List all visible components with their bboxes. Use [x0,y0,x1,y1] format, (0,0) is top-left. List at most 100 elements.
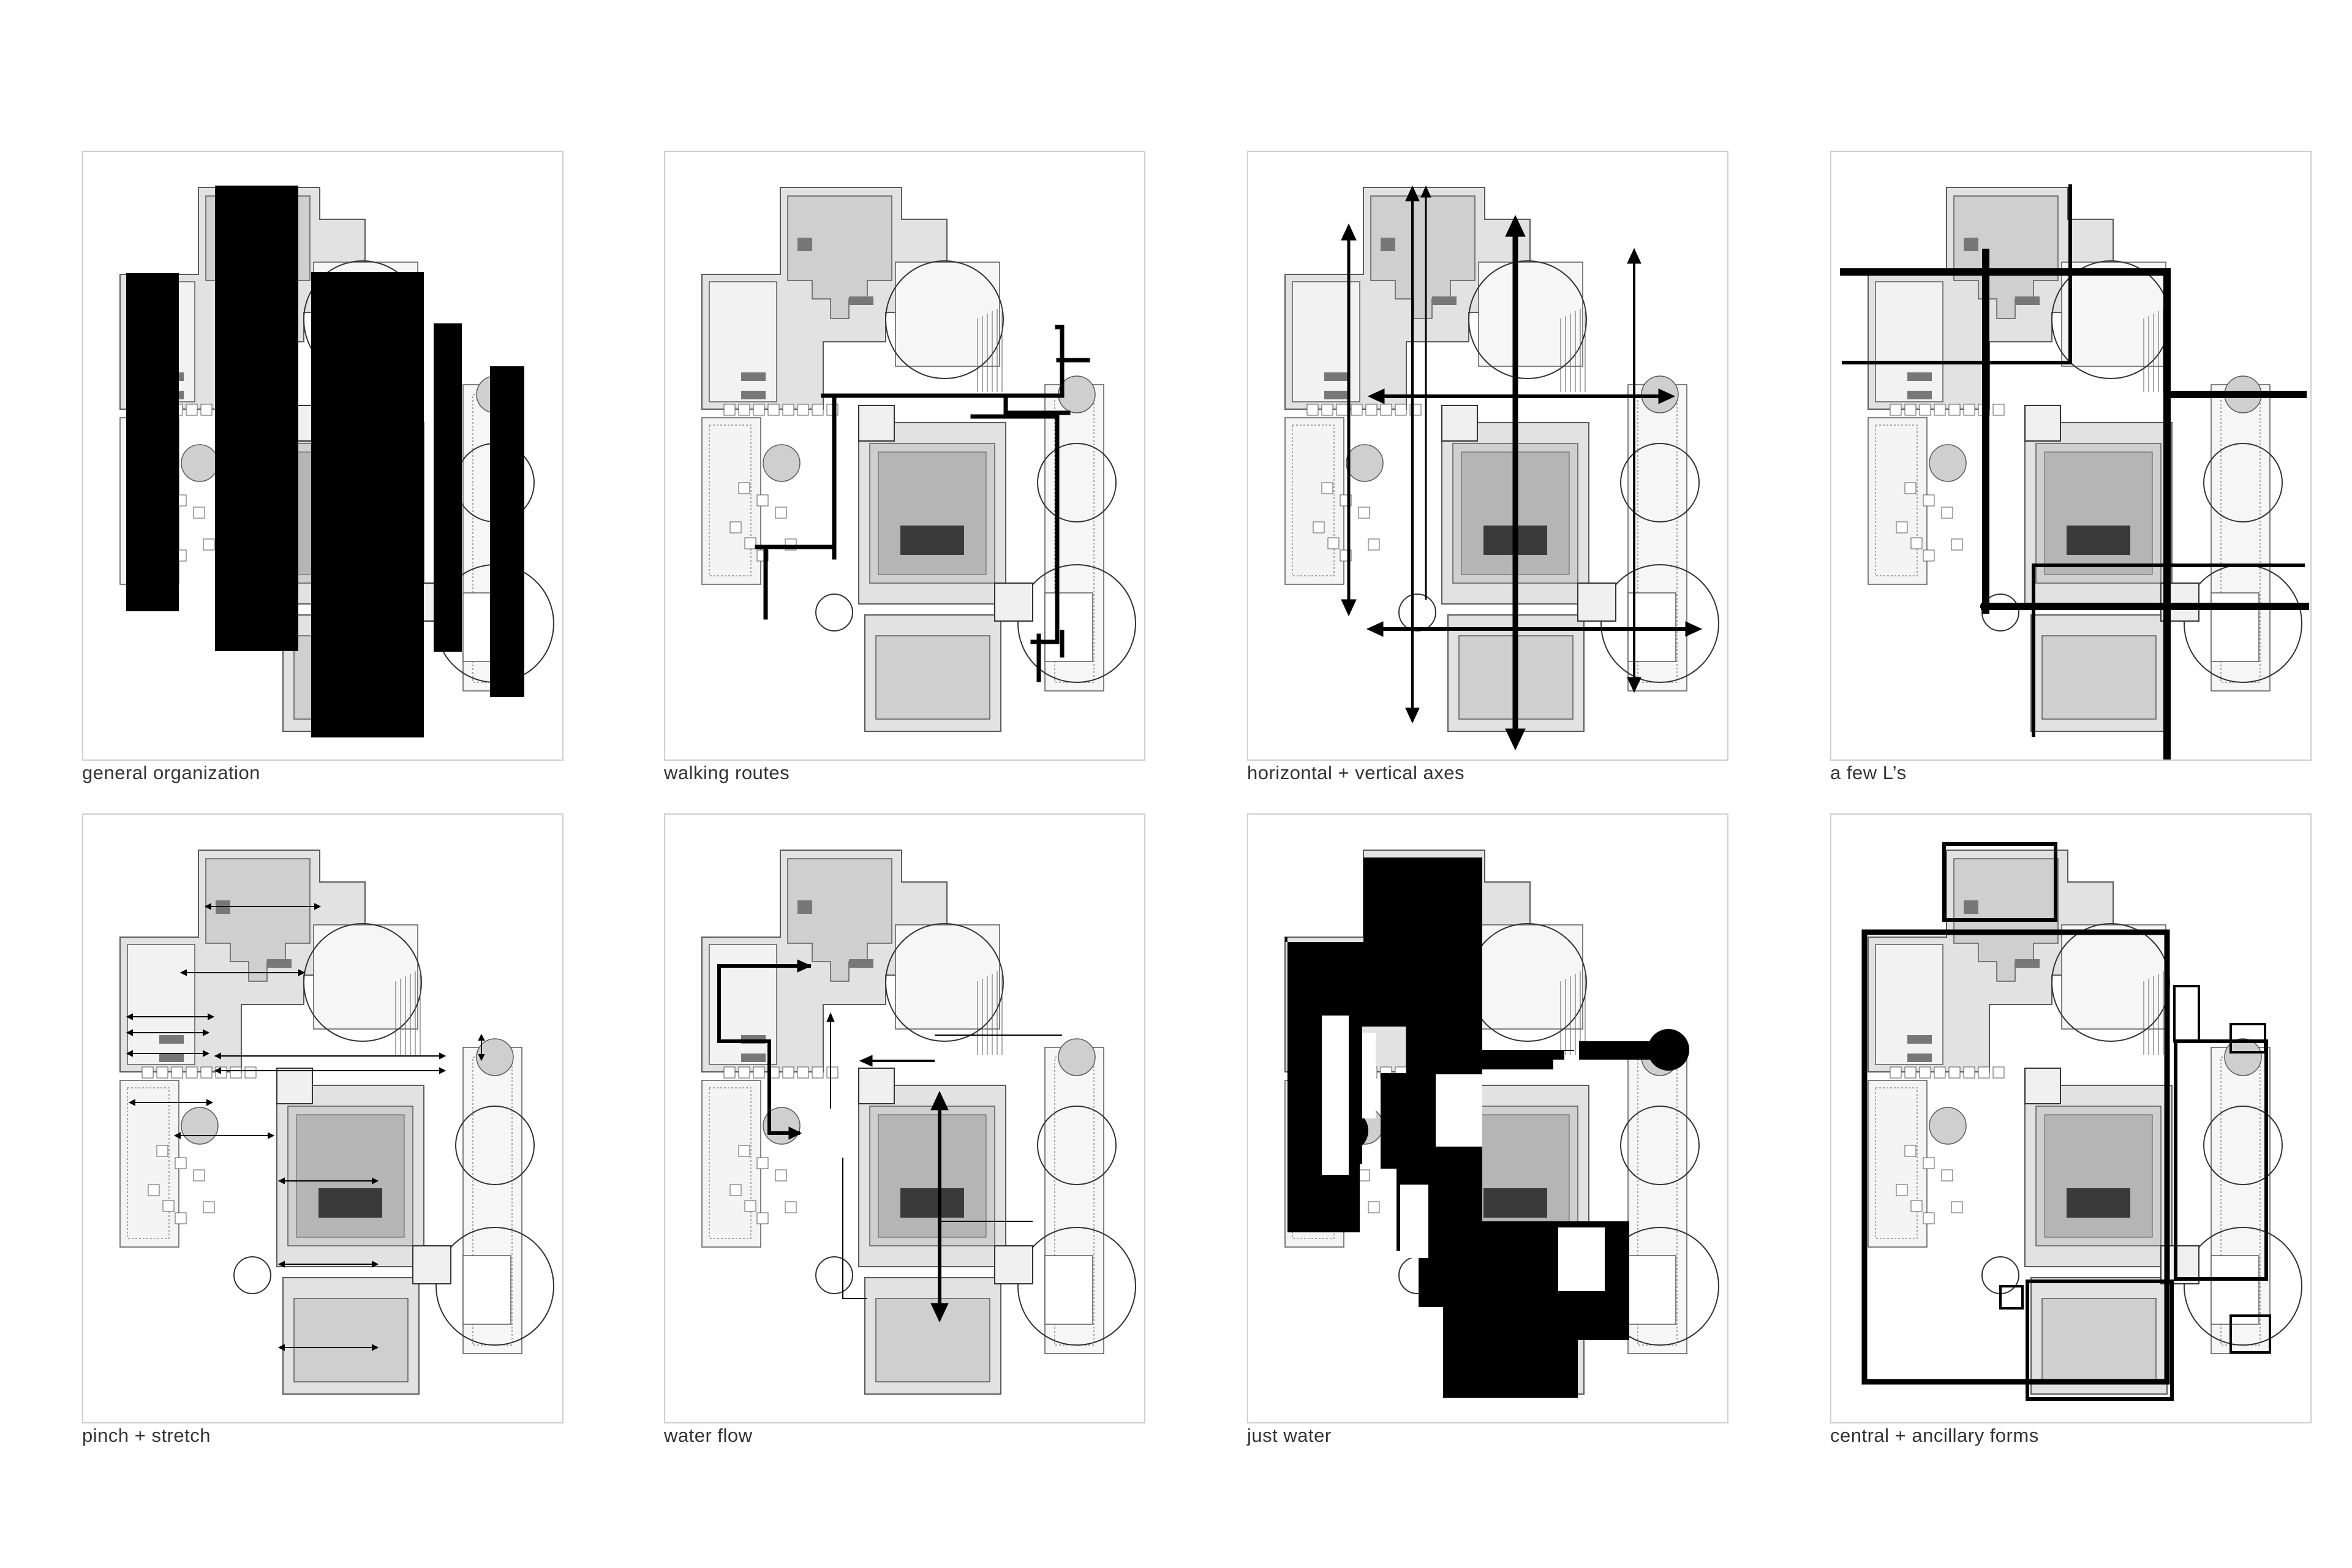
panel-axes [1247,151,1728,761]
central-stone [2067,1188,2130,1218]
left-strip [1868,417,1928,585]
water-cutouts [1322,1016,1605,1291]
right-bottom-box [462,1255,511,1325]
central-stone [2067,526,2130,555]
right-square [313,924,418,1030]
central-pool-inner [878,1114,987,1238]
left-strip-hatch [127,1087,170,1239]
right-bottom-box [2211,1255,2260,1325]
right-mid-circle [1037,1106,1117,1185]
planter-top [2024,405,2061,442]
upper-lawn [205,858,311,982]
upper-lawn [787,858,892,982]
right-mid-circle [1620,1106,1700,1185]
left-circle [1929,1107,1967,1145]
planter-bottom [412,1245,451,1284]
form-outlines [1861,842,2271,1401]
caption-just-water: just water [1247,1425,1332,1446]
caption-central-ancillary: central + ancillary forms [1830,1425,2039,1446]
right-bottom-circle [1600,564,1719,683]
left-strip [119,1080,179,1248]
right-top-circle [2224,1038,2262,1076]
right-square [2061,262,2166,367]
left-strip [701,417,761,585]
panel-water-flow [664,813,1145,1423]
planter-top [2024,1068,2061,1104]
planter-top [858,1068,895,1104]
lower-pool [293,1298,409,1382]
right-mid-circle [1620,443,1700,522]
planter-top [276,1068,313,1104]
left-strip-hatch [1875,1087,1918,1239]
bottom-circle [815,1256,853,1294]
right-mid-circle [1037,443,1117,522]
central-stone [318,1188,382,1218]
side-room [1875,281,1943,402]
right-circle [885,260,1004,379]
caption-general-organization: general organization [82,762,260,783]
right-mid-circle [455,1106,535,1185]
right-square [2061,924,2166,1030]
garden-plan-base [119,850,554,1395]
left-circle [181,1107,219,1145]
planter-bottom [994,582,1033,622]
planter-bottom [994,1245,1033,1284]
upper-lawn [1370,195,1476,319]
plan-diagram-axes [1284,185,1719,751]
plan-diagram-pinch-stretch [119,850,554,1395]
right-bottom-box [1044,1255,1093,1325]
left-strip-hatch [709,424,752,576]
plan-diagram-few-ls [1840,184,2309,760]
upper-lawn [787,195,892,319]
plan-diagram-just-water [1284,850,1719,1398]
central-stone [900,526,964,555]
right-bottom-circle [435,1227,554,1346]
upper-lawn [1953,195,2059,319]
caption-few-ls: a few L’s [1830,762,1907,783]
l-shape-lines [1840,184,2309,760]
central-stone [900,1188,964,1218]
central-pool-inner [2044,1114,2153,1238]
left-circle [181,444,219,482]
caption-walking-routes: walking routes [664,762,790,783]
bottom-circle [233,1256,271,1294]
water-flow-arrows [717,959,1062,1323]
garden-plan-base [701,187,1136,732]
plan-diagram-water-flow [701,850,1136,1395]
left-strip [701,1080,761,1248]
lower-pool [2041,1298,2157,1382]
walking-route-lines [755,325,1090,682]
right-bottom-box [1044,592,1093,662]
central-pool-inner [2044,451,2153,575]
left-circle [1929,444,1967,482]
garden-plan-base [1868,850,2302,1395]
central-pool-inner [296,1114,405,1238]
caption-axes: horizontal + vertical axes [1247,762,1465,783]
left-strip [1868,1080,1928,1248]
garden-plan-base [701,850,1136,1395]
right-circle [303,923,422,1042]
plan-diagram-general-organization [119,186,554,737]
right-square [895,924,1000,1030]
lower-pool [875,635,990,720]
right-mid-circle [2203,443,2283,522]
organization-bars [126,186,524,737]
planter-top [858,405,895,442]
side-room [1875,944,1943,1065]
bottom-circle [815,594,853,631]
bottom-circle [1398,594,1436,631]
plan-diagram-central-ancillary [1861,842,2302,1401]
plan-diagram-walking-routes [701,187,1136,732]
left-strip-hatch [1875,424,1918,576]
left-strip-hatch [709,1087,752,1239]
right-circle [885,923,1004,1042]
right-square [1478,262,1583,367]
panel-general-organization [82,151,564,761]
panel-central-ancillary [1830,813,2312,1423]
left-circle [1346,444,1384,482]
right-top-circle [1058,1038,1096,1076]
planter-top [1441,405,1478,442]
right-circle [1468,260,1587,379]
right-bottom-circle [1017,1227,1136,1346]
planter-bottom [1577,582,1616,622]
